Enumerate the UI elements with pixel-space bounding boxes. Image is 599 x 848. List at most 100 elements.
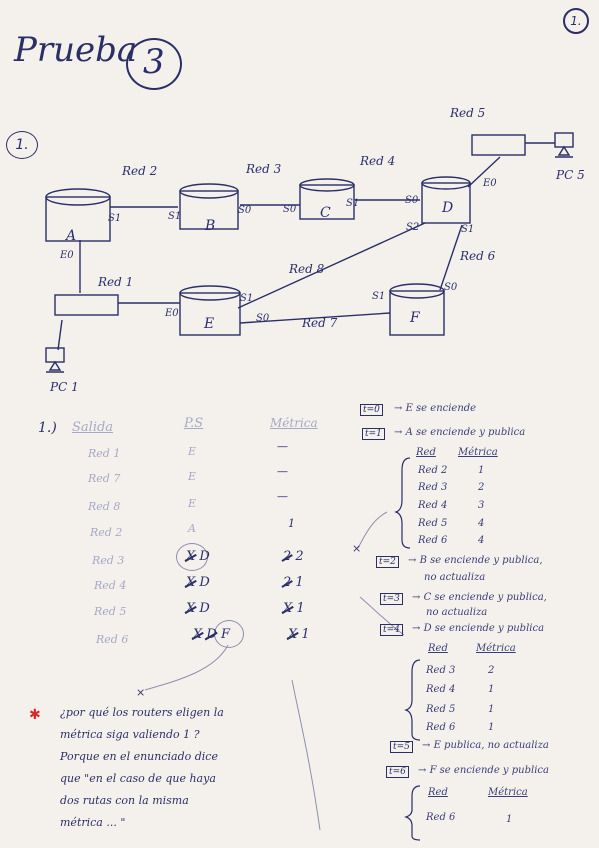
iface-d-e0: E0 [483, 178, 497, 189]
step-t5-box: t=5 [390, 741, 413, 753]
row-7-ps: D [199, 601, 210, 616]
step-t2-label: B se enciende y publica, [419, 555, 543, 566]
pc1-label: PC 1 [50, 380, 79, 394]
step-t4-box: t=4 [380, 624, 403, 636]
iface-b-s1: S1 [168, 211, 182, 222]
t1-r3-red: Red 4 [418, 500, 448, 511]
net-red4: Red 4 [360, 154, 396, 168]
note-line-4: que "en el caso de que haya [60, 772, 216, 785]
row-4-ps: A [188, 522, 196, 535]
row-6-metrica: 1 [295, 575, 304, 590]
pc5-shape [554, 132, 574, 158]
router-a-shape [45, 188, 111, 242]
page-number: 1. [563, 8, 589, 34]
brace-t6 [404, 785, 421, 841]
t1-r4-red: Red 5 [418, 518, 448, 529]
note-line-5: dos rutas con la misma [60, 794, 189, 807]
row-3-red: Red 8 [88, 500, 121, 513]
router-f-shape [389, 283, 445, 336]
iface-d-s2: S2 [406, 222, 420, 233]
step-t3-box: t=3 [380, 593, 403, 605]
row-5-metrica-old: 2 [283, 549, 292, 564]
step-t1-text: → A se enciende y publica [394, 427, 526, 438]
link-d-f [439, 224, 463, 291]
net-red8: Red 8 [289, 262, 325, 276]
step-t5-label: E publica, no actualiza [433, 740, 549, 751]
row-1-red: Red 1 [88, 447, 121, 460]
brace-t4 [404, 659, 421, 741]
row-7-ps-old: X [186, 601, 196, 616]
row-8-ps-old: X [193, 627, 203, 642]
row-6-ps: D [199, 575, 210, 590]
note-line-3: Porque en el enunciado dice [60, 750, 218, 763]
row-1-metrica: — [277, 440, 288, 453]
curve-to-t4 [359, 596, 405, 636]
pc5-label: PC 5 [556, 168, 585, 182]
link-e-d-red8 [237, 222, 426, 309]
iface-e-s0: S0 [256, 313, 270, 324]
brace-t1 [394, 457, 411, 549]
t4-r2-m: 1 [488, 684, 495, 695]
row-5-metrica: 2 [295, 549, 304, 564]
row-7-metrica: 1 [296, 601, 305, 616]
step-t0-text: → E se enciende [394, 403, 477, 414]
mark-x-b: × [352, 542, 362, 555]
t1-r1-red: Red 2 [418, 465, 448, 476]
switch-red5 [471, 134, 526, 156]
curve-to-d [357, 511, 388, 549]
asterisk-icon: ✱ [29, 707, 41, 723]
note-line-1: ¿por qué los routers eligen la [60, 706, 224, 719]
row-8-metrica-old: X [288, 627, 298, 642]
title-number: 3 [143, 42, 165, 82]
router-d-shape [421, 176, 471, 224]
row-3-metrica: — [277, 490, 288, 503]
step-t0-label: E se enciende [405, 403, 477, 414]
note-block: ¿por qué los routers eligen la métrica s… [60, 702, 224, 834]
header-metrica: Métrica [270, 416, 318, 430]
note-line-6: métrica ... " [60, 816, 126, 829]
row-8-red: Red 6 [96, 633, 129, 646]
step-t6-text: → F se enciende y publica [418, 765, 549, 776]
iface-a-e0: E0 [60, 250, 74, 261]
mark-x-a: × [136, 686, 146, 699]
iface-c-s1: S1 [346, 198, 360, 209]
switch-red1 [54, 294, 119, 316]
row-5-ps: D [199, 549, 210, 564]
t6-r1-m: 1 [506, 814, 513, 825]
row-6-ps-cell: X D [186, 575, 210, 590]
link-switch1-pc1 [57, 319, 63, 351]
row-1-ps: E [188, 445, 197, 458]
step-t1-label: A se enciende y publica [405, 427, 526, 438]
step-t5-text: → E publica, no actualiza [422, 740, 549, 751]
iface-f-s0: S0 [444, 282, 458, 293]
t6-header-metrica: Métrica [488, 787, 528, 798]
router-c-shape [299, 178, 355, 220]
row-3-ps: E [188, 497, 197, 510]
row-5-ps-cell: X D [186, 549, 210, 564]
row-7-metrica-old: X [283, 601, 293, 616]
net-red2: Red 2 [122, 164, 158, 178]
link-e-f [239, 312, 391, 324]
iface-f-s1: S1 [372, 291, 386, 302]
t1-r2-m: 2 [478, 482, 485, 493]
step-t4-label: D se enciende y publica [423, 623, 545, 634]
t1-header-metrica: Métrica [458, 447, 498, 458]
t6-r1-red: Red 6 [426, 812, 456, 823]
row-5-red: Red 3 [92, 554, 125, 567]
step-t2-text: → B se enciende y publica, [408, 555, 543, 566]
row-7-red: Red 5 [94, 605, 127, 618]
t1-r5-m: 4 [478, 535, 485, 546]
iface-e-s1: S1 [240, 293, 254, 304]
net-red3: Red 3 [246, 162, 282, 176]
iface-a-s1: S1 [108, 213, 122, 224]
row-6-ps-old: X [186, 575, 196, 590]
t1-r3-m: 3 [478, 500, 485, 511]
t4-r3-red: Red 5 [426, 704, 456, 715]
row-2-metrica: — [277, 465, 288, 478]
row-8-ps: F [220, 627, 231, 642]
title-number-circle: 3 [126, 38, 182, 90]
t1-r5-red: Red 6 [418, 535, 448, 546]
step-t3-text2: no actualiza [426, 607, 488, 618]
